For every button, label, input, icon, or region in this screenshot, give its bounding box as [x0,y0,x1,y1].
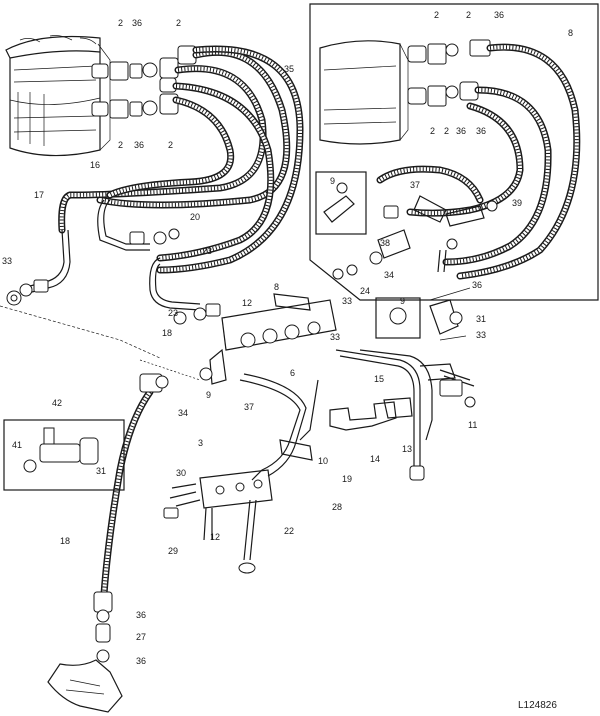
callout-2b: 2 [176,18,181,28]
inset-callout-33: 33 [476,330,486,340]
inset-callout-8: 8 [568,28,573,38]
inset-callout-37: 37 [410,180,420,190]
callout-12b: 12 [210,532,220,542]
valve-housing [5,35,111,157]
callout-8: 8 [274,282,279,292]
right-tubes [335,349,476,481]
detail-inset-right [309,3,599,341]
inset-callout-36b: 36 [456,126,466,136]
callout-14: 14 [370,454,380,464]
callout-27: 27 [136,632,146,642]
callout-37: 37 [244,402,254,412]
callout-2c: 2 [118,140,123,150]
callout-36d: 36 [136,656,146,666]
callout-36b: 36 [134,140,144,150]
lower-manifold [163,469,273,541]
callout-23a: 23 [202,246,212,256]
callout-16: 16 [90,160,100,170]
callout-2d: 2 [168,140,173,150]
callout-18b: 18 [60,536,70,546]
callout-23b: 23 [168,308,178,318]
callout-35: 35 [284,64,294,74]
callout-22: 22 [284,526,294,536]
inset-callout-2a: 2 [434,10,439,20]
inset-callout-9b: 9 [400,296,405,306]
inset-callout-9: 9 [330,176,335,186]
callout-36c: 36 [136,610,146,620]
callout-28: 28 [332,502,342,512]
inset-callout-24: 24 [360,286,370,296]
callout-11: 11 [468,420,477,430]
callouts-inset: 2 2 36 8 2 36 2 36 37 9 38 34 36 31 33 3… [330,10,573,340]
callout-13: 13 [402,444,412,454]
inset-callout-36d: 36 [472,280,482,290]
center-manifold [173,293,337,385]
callout-30: 30 [176,468,186,478]
callout-42: 42 [52,398,62,408]
callout-33b: 33 [330,332,340,342]
detail-inset-left [3,419,125,491]
callout-9: 9 [206,390,211,400]
inset-callout-38: 38 [380,238,390,248]
callouts-main: 2 36 2 35 2 36 2 16 17 23 20 33 8 12 18 … [2,18,477,666]
callout-20: 20 [190,212,200,222]
hose-assemblies [29,45,304,311]
callout-19: 19 [342,474,352,484]
callout-29: 29 [168,546,178,556]
bracket-14 [329,397,413,431]
inset-callout-2b: 2 [466,10,471,20]
callout-18a: 18 [162,328,172,338]
callout-12a: 12 [242,298,252,308]
figure-id: L124826 [518,700,557,711]
callout-10: 10 [318,456,328,466]
callout-6: 6 [290,368,295,378]
callout-34: 34 [178,408,188,418]
left-fittings [6,228,180,306]
inset-callout-34: 34 [384,270,394,280]
inset-callout-2d: 2 [444,126,449,136]
inset-callout-36a: 36 [494,10,504,20]
callout-31: 31 [96,466,106,476]
callout-41: 41 [12,440,22,450]
inset-callout-39: 39 [512,198,522,208]
callout-17: 17 [34,190,44,200]
inset-callout-2c: 2 [430,126,435,136]
upper-fittings [91,45,197,119]
hose-26 [47,373,169,713]
lower-tubes [238,373,319,574]
callout-2a: 2 [118,18,123,28]
callout-15: 15 [374,374,384,384]
callout-36a: 36 [132,18,142,28]
inset-callout-36c: 36 [476,126,486,136]
inset-callout-31: 31 [476,314,486,324]
inset-callout-33b: 33 [342,296,352,306]
callout-33a: 33 [2,256,12,266]
callout-3: 3 [198,438,203,448]
